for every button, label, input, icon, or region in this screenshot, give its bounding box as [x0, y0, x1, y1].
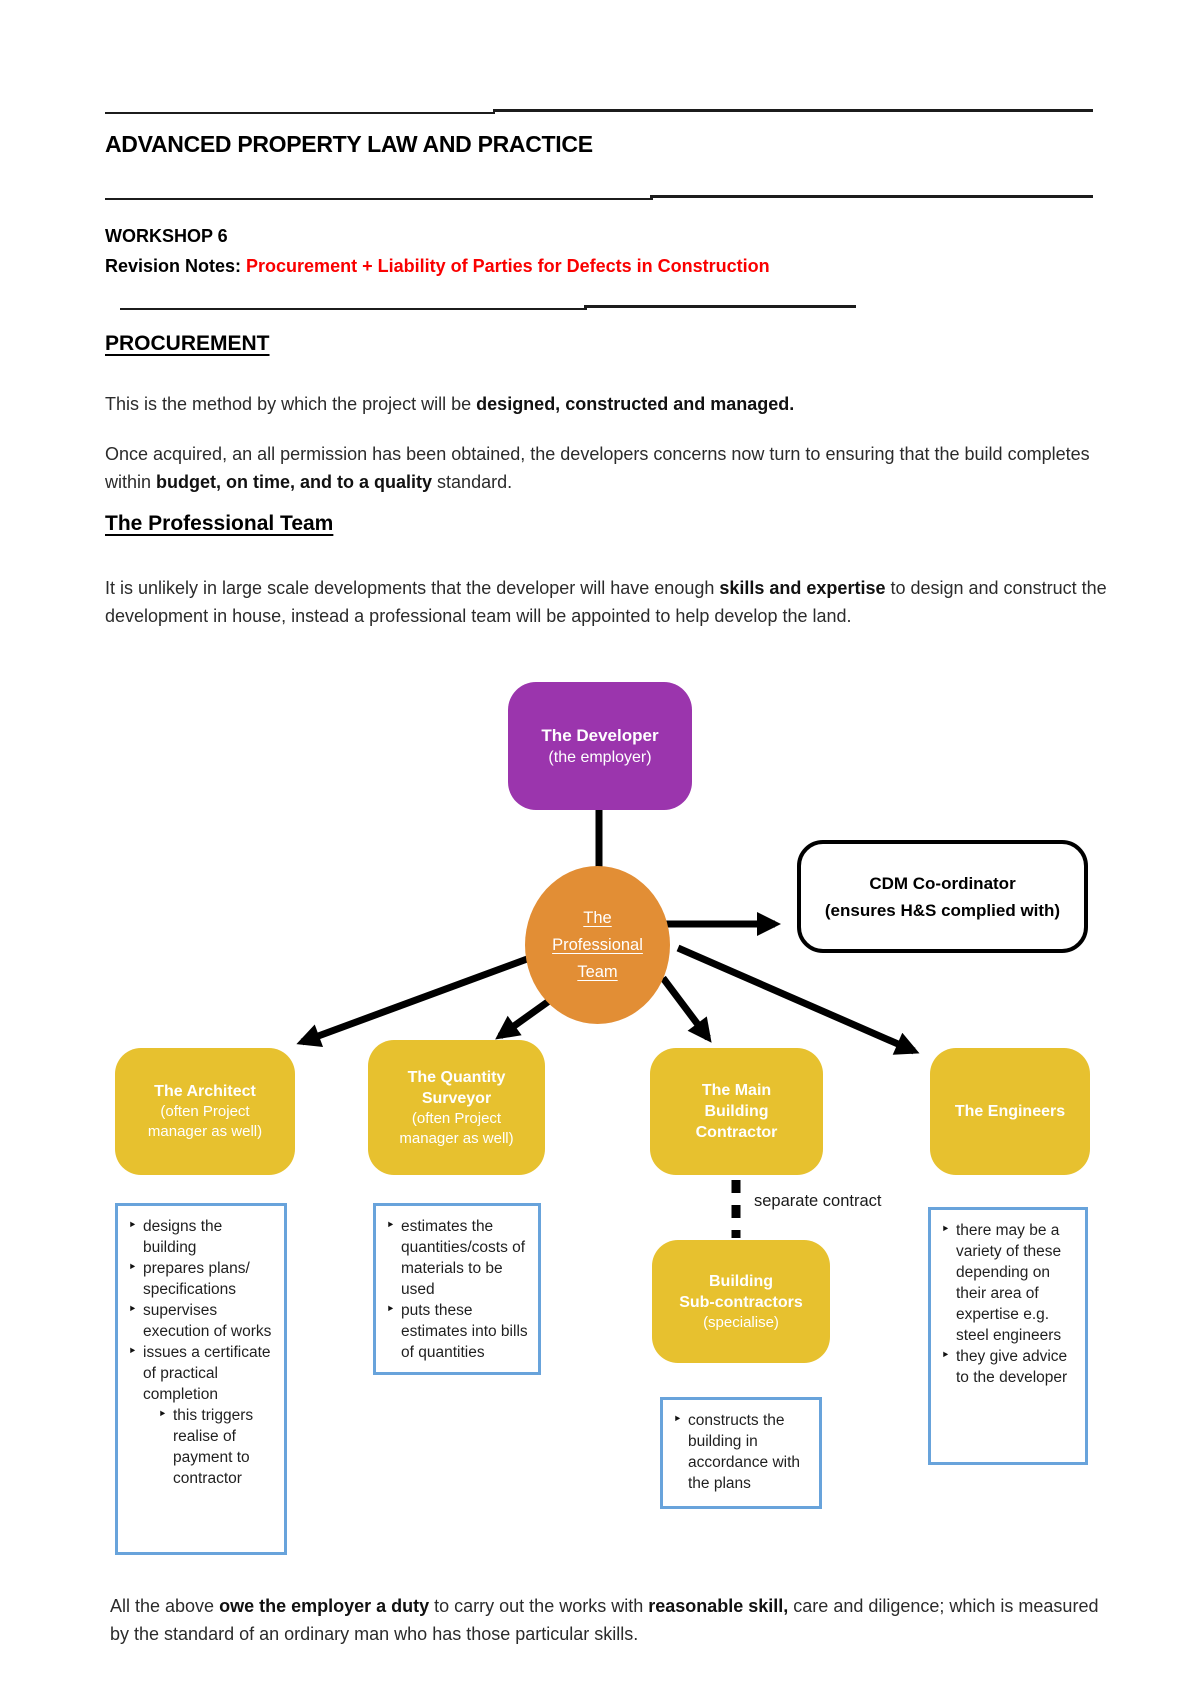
closing-post: care and diligence; which is measured by… — [110, 1596, 1099, 1644]
cdm-title: CDM Co-ordinator — [869, 873, 1016, 893]
procurement-intro-paragraph: This is the method by which the project … — [105, 390, 1105, 418]
developer-title: The Developer — [541, 725, 659, 745]
list-item: estimates the quantities/costs of materi… — [384, 1215, 532, 1300]
architect-duties-list: designs the building prepares plans/ spe… — [115, 1203, 287, 1555]
architect-subtitle: (often Project manager as well) — [147, 1103, 263, 1140]
mbc-title-line3: Contractor — [695, 1124, 778, 1141]
separate-contract-label: separate contract — [754, 1192, 882, 1210]
architect-sub-duties: this triggers realise of payment to cont… — [156, 1404, 278, 1489]
developer-node: The Developer (the employer) — [508, 682, 692, 810]
engineers-node: The Engineers — [930, 1048, 1090, 1175]
architect-duties: designs the building prepares plans/ spe… — [126, 1215, 278, 1489]
quantity-surveyor-duties-list: estimates the quantities/costs of materi… — [373, 1203, 541, 1375]
quantity-surveyor-node: The Quantity Surveyor (often Project man… — [368, 1040, 545, 1175]
procurement-heading: PROCUREMENT — [105, 332, 270, 355]
cdm-subtitle: (ensures H&S complied with) — [824, 900, 1061, 920]
arrow-team-to-main-contractor — [660, 975, 712, 1043]
subcontractors-title-line1: Building — [709, 1272, 773, 1290]
main-contractor-node: The Main Building Contractor — [650, 1048, 823, 1175]
engineer-duties: there may be a variety of these dependin… — [939, 1219, 1079, 1388]
revision-notes-line: Revision Notes: Procurement + Liability … — [105, 252, 770, 280]
team-node-line2: Professional — [552, 935, 643, 954]
list-item: they give advice to the developer — [939, 1345, 1079, 1388]
team-bold: skills and expertise — [719, 578, 886, 598]
professional-team-heading: The Professional Team — [105, 512, 334, 535]
acquired-bold: budget, on time, and to a quality — [156, 472, 433, 492]
mbc-title-line2: Building — [704, 1103, 769, 1120]
page-title: ADVANCED PROPERTY LAW AND PRACTICE — [105, 131, 593, 157]
divider-top-left — [105, 112, 495, 114]
closing-bold-duty: owe the employer a duty — [219, 1596, 430, 1616]
divider-two-left — [105, 198, 653, 200]
professional-team-node: The Professional Team — [525, 866, 670, 1024]
revision-notes-topic: Procurement + Liability of Parties for D… — [246, 256, 770, 276]
list-item: there may be a variety of these dependin… — [939, 1219, 1079, 1346]
team-post: to design and construct the development … — [105, 578, 1107, 626]
contractor-duties-list: constructs the building in accordance wi… — [660, 1397, 822, 1509]
architect-title: The Architect — [154, 1083, 256, 1100]
engineers-title: The Engineers — [954, 1103, 1066, 1120]
team-node-line3: Team — [577, 962, 618, 981]
list-item: constructs the building in accordance wi… — [671, 1409, 813, 1494]
divider-top-right — [493, 109, 1093, 112]
divider-three-right — [584, 305, 856, 308]
qs-title-line2: Surveyor — [421, 1089, 492, 1107]
team-node-line1: The — [583, 908, 612, 927]
subcontractors-node: Building Sub-contractors (specialise) — [652, 1240, 830, 1363]
divider-two-right — [650, 195, 1093, 198]
arrow-team-to-engineers — [676, 944, 920, 1055]
qs-duties: estimates the quantities/costs of materi… — [384, 1215, 532, 1363]
closing-paragraph: All the above owe the employer a duty to… — [110, 1592, 1110, 1648]
acquired-post: standard. — [432, 472, 513, 492]
mbc-title-line1: The Main — [701, 1082, 772, 1099]
closing-text: All the above — [110, 1596, 220, 1616]
contractor-duties: constructs the building in accordance wi… — [671, 1409, 813, 1494]
revision-notes-label: Revision Notes: — [105, 256, 247, 276]
arrow-team-to-architect — [296, 951, 540, 1048]
subcontractors-title-line2: Sub-contractors — [679, 1293, 803, 1311]
list-item: this triggers realise of payment to cont… — [156, 1404, 278, 1489]
procurement-intro-text: This is the method by which the project … — [105, 394, 477, 414]
developer-subtitle: (the employer) — [548, 748, 652, 766]
cdm-coordinator-node: CDM Co-ordinator (ensures H&S complied w… — [797, 840, 1088, 953]
team-text: It is unlikely in large scale developmen… — [105, 578, 720, 598]
professional-team-paragraph: It is unlikely in large scale developmen… — [105, 574, 1110, 630]
qs-title-line1: The Quantity — [407, 1068, 506, 1086]
list-item: supervises execution of works — [126, 1299, 278, 1342]
closing-bold-skill: reasonable skill, — [648, 1596, 789, 1616]
procurement-acquired-paragraph: Once acquired, an all permission has bee… — [105, 440, 1105, 496]
workshop-heading: WORKSHOP 6 — [105, 226, 228, 246]
divider-three-left — [120, 308, 587, 310]
list-item: prepares plans/ specifications — [126, 1257, 278, 1300]
engineer-duties-list: there may be a variety of these dependin… — [928, 1207, 1088, 1465]
qs-subtitle: (often Project manager as well) — [399, 1109, 514, 1147]
procurement-intro-bold: designed, constructed and managed. — [476, 394, 795, 414]
list-item: puts these estimates into bills of quant… — [384, 1299, 532, 1363]
subcontractors-subtitle: (specialise) — [703, 1313, 779, 1331]
list-item: issues a certificate of practical comple… — [126, 1341, 278, 1405]
list-item: designs the building — [126, 1215, 278, 1258]
closing-mid: to carry out the works with — [429, 1596, 649, 1616]
acquired-text: Once acquired, an all permission has bee… — [105, 444, 1090, 492]
architect-node: The Architect (often Project manager as … — [115, 1048, 295, 1175]
